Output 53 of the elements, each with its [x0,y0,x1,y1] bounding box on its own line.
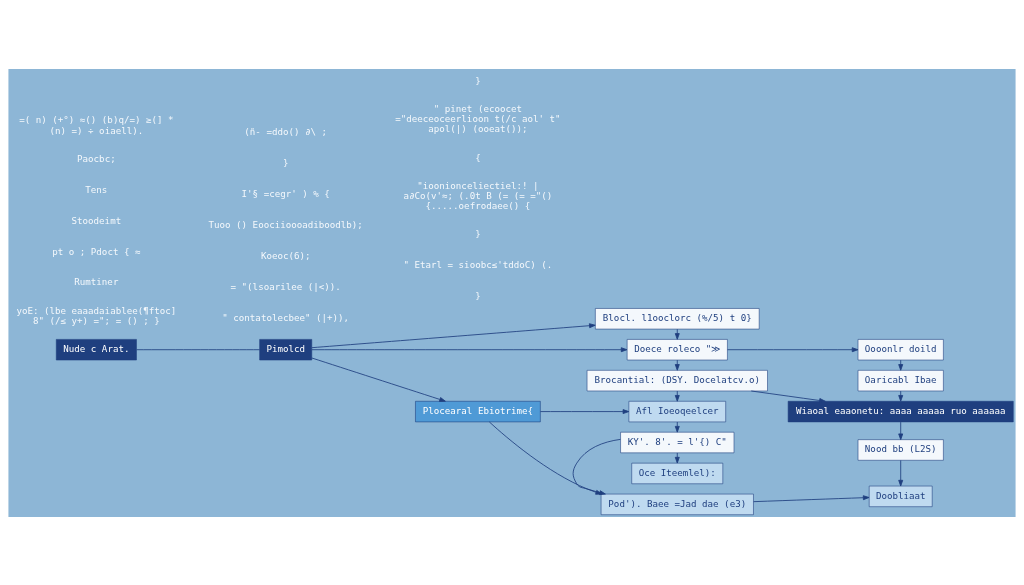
arrow [674,328,680,340]
node-box: Doece roleco "≫ [626,338,728,360]
arrow [727,346,859,352]
label: Tuoo () Eoociioooadiboodlb); [208,218,363,230]
node-box: Wiaoal eaaonetu: aaaa aaaaa ruo aaaaaa [787,400,1014,422]
label: (ñ- =ddo() ∂\ ; [244,125,328,137]
arrow [311,357,446,402]
node-box: Afl Ioeoqeelcer [628,400,726,422]
arrow [674,359,680,371]
label: I'§ =cegr' ) % { [241,187,330,199]
node-box: Nood bb (L2S) [857,438,944,461]
label: yoE: (lbe eaaadaiablee(¶ftoc] 8" (/≤ y+) ="; = () ; } [16,304,177,326]
label: " pinet (ecoocet ="deeceoceerlioon t(/c aol' t" apol(|) (ooeat()); [395,102,561,134]
label: =( n) (+°) ≈() (b)q/=) ≥(] * (n) =) ÷ oiaell). [19,113,174,136]
arrow [898,421,904,440]
label: = "(lsoarilee (|<)). [230,280,341,292]
node-box: Pimolcd [259,338,313,360]
arrow [674,452,680,463]
label: Paocbc; [77,152,116,164]
node-box: Brocantial: (DSY. Docelatcv.o) [586,369,768,391]
arrow [674,390,680,402]
label: } [475,227,481,239]
label: pt o ; Pdoct { ≈ [52,245,141,256]
label: Stoodeimt [71,214,122,226]
label: } [282,156,289,168]
arrow [753,494,870,502]
node-box: Pod'). Baee =Jad dae (e3) [600,493,754,515]
label: } [475,289,481,301]
label: " contatolecbee" (|+)), [222,311,350,323]
node-box: Oooonlr doild [857,338,944,360]
label: Koeoc(6); [260,249,311,261]
label: Tens [85,183,108,195]
label: "ioonionceliectiel:! | a∂Co(v'≈; (.0t B (= (= ="() {.....oefrodaee() { [403,179,553,211]
node-box: Oce Iteemlel): [631,462,724,484]
node-box: Plocearal Ebiotrime{ [415,400,541,422]
node-box: Blocl. l1ooclorc (%/5) t 0} [595,307,760,329]
arrow [311,322,596,348]
arrow [539,408,630,414]
arrow [311,346,628,352]
arrow [898,390,904,402]
label: } [475,74,481,86]
connector [136,348,261,350]
arrow [750,390,826,403]
label: Rumtiner [74,275,119,287]
arrow [898,359,904,371]
label: " Etarl = sioobc≤'tddoC) (. [403,258,553,270]
arrow [674,421,680,433]
node-box: KY'. 8'. = l'{) C" [620,431,735,453]
label: { [475,151,481,163]
node-box: Oaricabl Ibae [857,369,944,391]
node-box: Doobliaat [868,485,933,507]
node-box: Nude c Arat. [56,338,137,360]
arrow [898,459,904,486]
